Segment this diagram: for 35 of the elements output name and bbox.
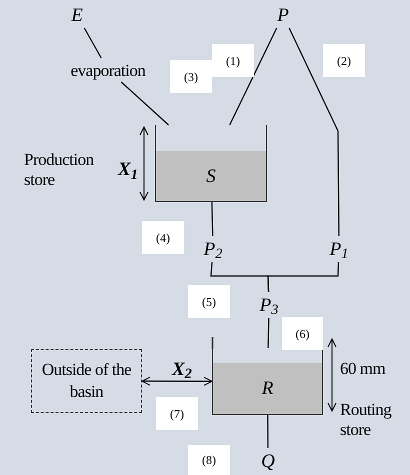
edge-label: X$_{2}$	[171, 360, 193, 378]
connector-line	[120, 82, 169, 126]
step-number: (2)	[323, 44, 365, 77]
step-number: (8)	[188, 445, 230, 475]
variable-label: P$_{2}$	[204, 240, 222, 258]
storage-tank	[155, 125, 267, 202]
step-number: (6)	[282, 317, 323, 350]
step-number: (7)	[156, 397, 198, 430]
dimension-label: 60 mm	[340, 360, 386, 377]
connector-line	[268, 318, 270, 348]
process-label: evaporation	[70, 62, 146, 78]
variable-label: P$_{3}$	[260, 296, 278, 314]
step-number: (3)	[170, 60, 212, 93]
step-number: (4)	[142, 221, 184, 254]
store-caption: Routing store	[340, 400, 392, 440]
connector-line	[229, 28, 278, 126]
connector-line	[267, 262, 340, 292]
connector-line	[288, 28, 340, 236]
variable-label: Q	[261, 452, 275, 470]
variable-label: P$_{1}$	[330, 240, 348, 258]
variable-label: P	[277, 6, 289, 24]
store-variable: S	[206, 166, 216, 186]
step-number: (5)	[188, 285, 230, 318]
box-text: Outside of the basin	[40, 359, 132, 403]
arrow	[142, 376, 212, 386]
dashed-box	[31, 349, 142, 413]
connector-line	[267, 415, 269, 448]
step-number: (1)	[212, 44, 254, 77]
store-caption: Production store	[24, 150, 95, 190]
dimension-label: X$_{1}$	[118, 160, 138, 179]
store-variable: R	[262, 379, 274, 398]
variable-label: E	[71, 6, 83, 24]
storage-tank	[212, 348, 323, 415]
connector-line	[84, 28, 102, 58]
connector-line	[211, 202, 214, 236]
